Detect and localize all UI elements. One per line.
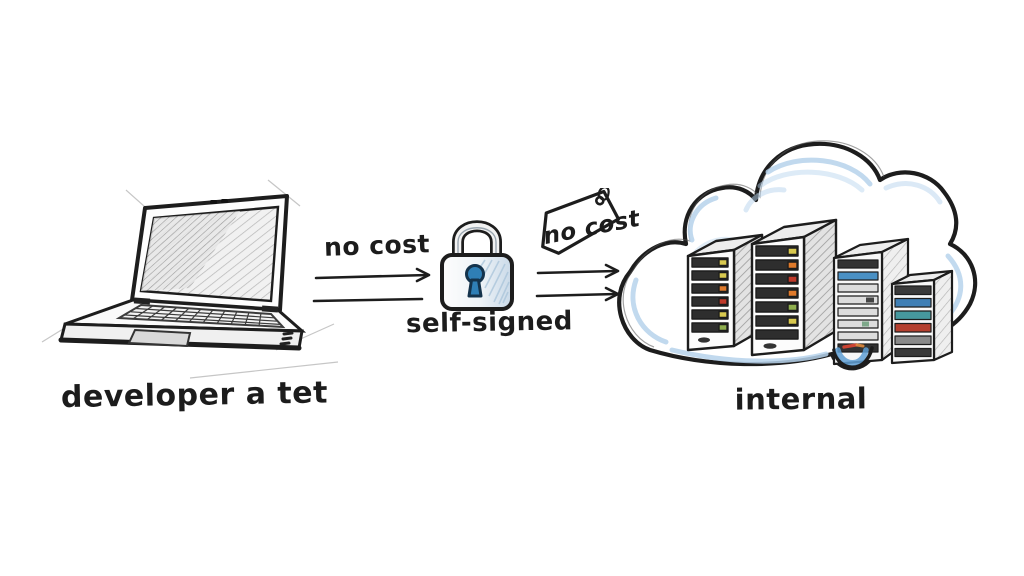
server-rack [832, 237, 910, 366]
laptop-lid [130, 194, 289, 312]
laptop-base [58, 297, 307, 351]
cloud-label: internal [734, 381, 868, 417]
webcam-dot [221, 199, 228, 203]
server-rack [750, 218, 838, 357]
cloud-servers-icon [617, 140, 978, 371]
arrow-laptop-to-lock [312, 267, 431, 303]
trackpad [127, 328, 192, 348]
keyhole-icon [465, 264, 485, 298]
keyboard [115, 303, 286, 329]
edge-laptop-to-lock-label: no cost [323, 229, 431, 262]
price-tag-icon [541, 188, 621, 255]
lock-label: self-signed [405, 306, 574, 340]
server-rack [890, 269, 954, 365]
side-ports [279, 331, 294, 346]
tag-string [597, 188, 610, 201]
lock-shackle [452, 220, 502, 266]
laptop-icon [41, 179, 339, 379]
padlock-icon [440, 220, 514, 311]
arrowhead-icon [415, 267, 431, 283]
cloud-dip-crescent [832, 343, 874, 369]
webcam-dot [210, 200, 217, 204]
arrowhead-icon [604, 263, 620, 279]
laptop-label: developer a tet [60, 375, 329, 416]
